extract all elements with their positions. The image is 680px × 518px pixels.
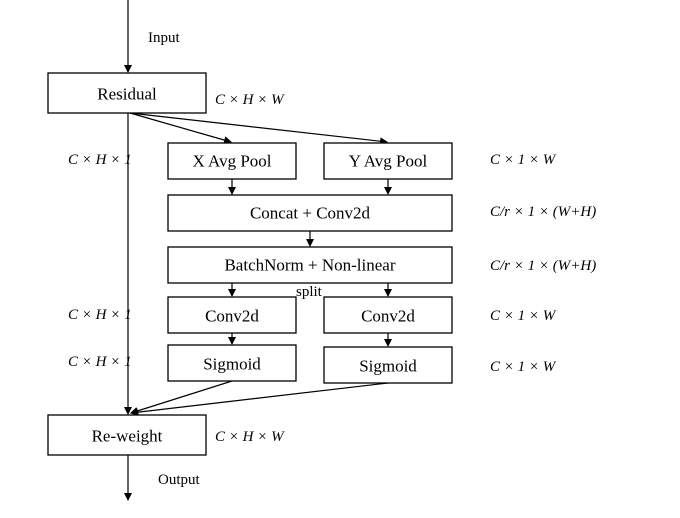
shape-right-sigmoid: C × 1 × W [490, 359, 557, 375]
shape-reweight: C × H × W [215, 429, 285, 445]
block-y-avg-pool: Y Avg Pool [323, 142, 453, 180]
block-sigmoid-right: Sigmoid [323, 346, 453, 384]
shape-right-conv: C × 1 × W [490, 308, 557, 324]
shape-residual: C × H × W [215, 92, 285, 108]
y-avg-pool-label: Y Avg Pool [349, 152, 428, 171]
reweight-label: Re-weight [92, 427, 163, 446]
arrow-sigmoid-left-to-reweight [130, 380, 233, 415]
block-residual: Residual [47, 72, 207, 114]
batchnorm-label: BatchNorm + Non-linear [224, 256, 395, 275]
residual-label: Residual [97, 85, 157, 104]
output-label: Output [158, 472, 201, 488]
arrow-to-x-pool [129, 112, 232, 144]
block-concat-conv: Concat + Conv2d [167, 194, 453, 232]
block-conv-left: Conv2d [167, 296, 297, 334]
shape-batchnorm: C/r × 1 × (W+H) [490, 258, 596, 274]
shape-concat: C/r × 1 × (W+H) [490, 204, 596, 220]
arrow-sigmoid-right-to-reweight [130, 382, 389, 417]
block-batchnorm: BatchNorm + Non-linear [167, 246, 453, 284]
block-sigmoid-left: Sigmoid [167, 344, 297, 382]
sigmoid-right-label: Sigmoid [359, 357, 417, 376]
shape-right-pool: C × 1 × W [490, 152, 557, 168]
block-conv-right: Conv2d [323, 296, 453, 334]
sigmoid-left-label: Sigmoid [203, 355, 261, 374]
block-x-avg-pool: X Avg Pool [167, 142, 297, 180]
split-label: split [296, 284, 323, 300]
shape-left-sigmoid: C × H × 1 [68, 354, 132, 370]
input-label: Input [148, 30, 180, 46]
concat-conv-label: Concat + Conv2d [250, 204, 371, 223]
shape-left-pool: C × H × 1 [68, 152, 132, 168]
conv-right-label: Conv2d [361, 307, 415, 326]
shape-left-conv: C × H × 1 [68, 307, 132, 323]
connectors [124, 0, 392, 501]
conv-left-label: Conv2d [205, 307, 259, 326]
block-reweight: Re-weight [47, 414, 207, 456]
x-avg-pool-label: X Avg Pool [192, 152, 271, 171]
arrow-to-y-pool [129, 112, 388, 146]
